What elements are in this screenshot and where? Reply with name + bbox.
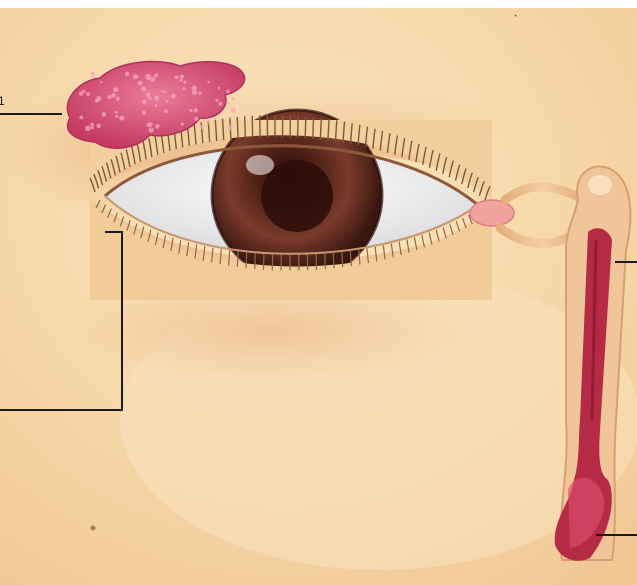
gland-lobule — [194, 108, 198, 112]
gland-lobule — [218, 87, 220, 89]
gland-lobule — [86, 92, 90, 96]
gland-lobule — [175, 75, 179, 79]
gland-lobule — [107, 95, 111, 99]
gland-lobule — [231, 97, 234, 100]
gland-lobule — [138, 81, 143, 86]
gland-lobule — [171, 94, 176, 99]
gland-lobule — [154, 74, 158, 78]
gland-lobule — [100, 81, 102, 83]
gland-lobule — [146, 123, 151, 128]
gland-lobule — [79, 116, 83, 120]
eyelash — [333, 253, 334, 269]
gland-lobule — [115, 115, 118, 118]
gland-lobule — [96, 124, 101, 129]
gland-lobule — [91, 75, 94, 78]
gland-lobule — [183, 81, 186, 84]
gland-lobule — [119, 115, 124, 120]
gland-lobule — [111, 93, 116, 98]
eyelash — [246, 252, 247, 268]
gland-lobule — [228, 125, 233, 130]
gland-lobule — [180, 75, 184, 79]
gland-lobule — [161, 90, 163, 92]
gland-lobule — [142, 100, 147, 105]
gland-lobule — [116, 97, 120, 101]
gland-lobule — [149, 127, 154, 132]
gland-lobule — [148, 97, 151, 100]
gland-lobule — [150, 77, 155, 82]
gland-lobule — [91, 126, 94, 129]
eyelash — [325, 253, 326, 269]
gland-lobule — [142, 111, 146, 115]
gland-lobule — [164, 109, 168, 113]
gland-lobule — [115, 111, 118, 114]
eyelash — [305, 117, 306, 139]
eyelash — [313, 117, 314, 139]
eye-highlight — [246, 155, 274, 175]
gland-lobule — [207, 121, 210, 124]
gland-lobule — [95, 99, 99, 103]
gland-lobule — [113, 87, 118, 92]
eyelash — [298, 116, 299, 138]
label-gland: 1 — [0, 94, 5, 108]
gland-lobule — [165, 100, 168, 103]
gland-lobule — [219, 102, 223, 106]
gland-lobule — [227, 102, 230, 105]
gland-lobule — [85, 126, 91, 132]
top-marker: ˎ — [514, 3, 518, 17]
gland-lobule — [200, 125, 204, 129]
gland-lobule — [207, 81, 210, 84]
gland-lobule — [226, 90, 230, 94]
gland-lobule — [183, 87, 186, 90]
gland-lobule — [198, 91, 202, 95]
gland-lobule — [145, 74, 151, 80]
pupil — [261, 160, 333, 232]
caruncle — [470, 200, 514, 226]
gland-lobule — [102, 112, 107, 117]
gland-lobule — [125, 72, 129, 76]
eyelash — [252, 116, 253, 138]
gland-lobule — [79, 92, 83, 96]
eyelash — [255, 253, 256, 269]
gland-lobule — [155, 124, 160, 129]
gland-lobule — [180, 79, 183, 82]
eyelash — [245, 116, 246, 138]
gland-lobule — [163, 90, 166, 93]
gland-lobule — [146, 93, 150, 97]
gland-lobule — [154, 96, 159, 101]
gland-lobule — [215, 99, 218, 102]
eyelash — [237, 117, 238, 139]
gland-lobule — [155, 104, 158, 107]
gland-lobule — [190, 109, 193, 112]
gland-lobule — [194, 117, 198, 121]
gland-lobule — [232, 110, 235, 113]
gland-lobule — [181, 123, 184, 126]
gland-lobule — [141, 87, 146, 92]
gland-lobule — [133, 74, 138, 79]
gland-lobule — [192, 90, 197, 95]
